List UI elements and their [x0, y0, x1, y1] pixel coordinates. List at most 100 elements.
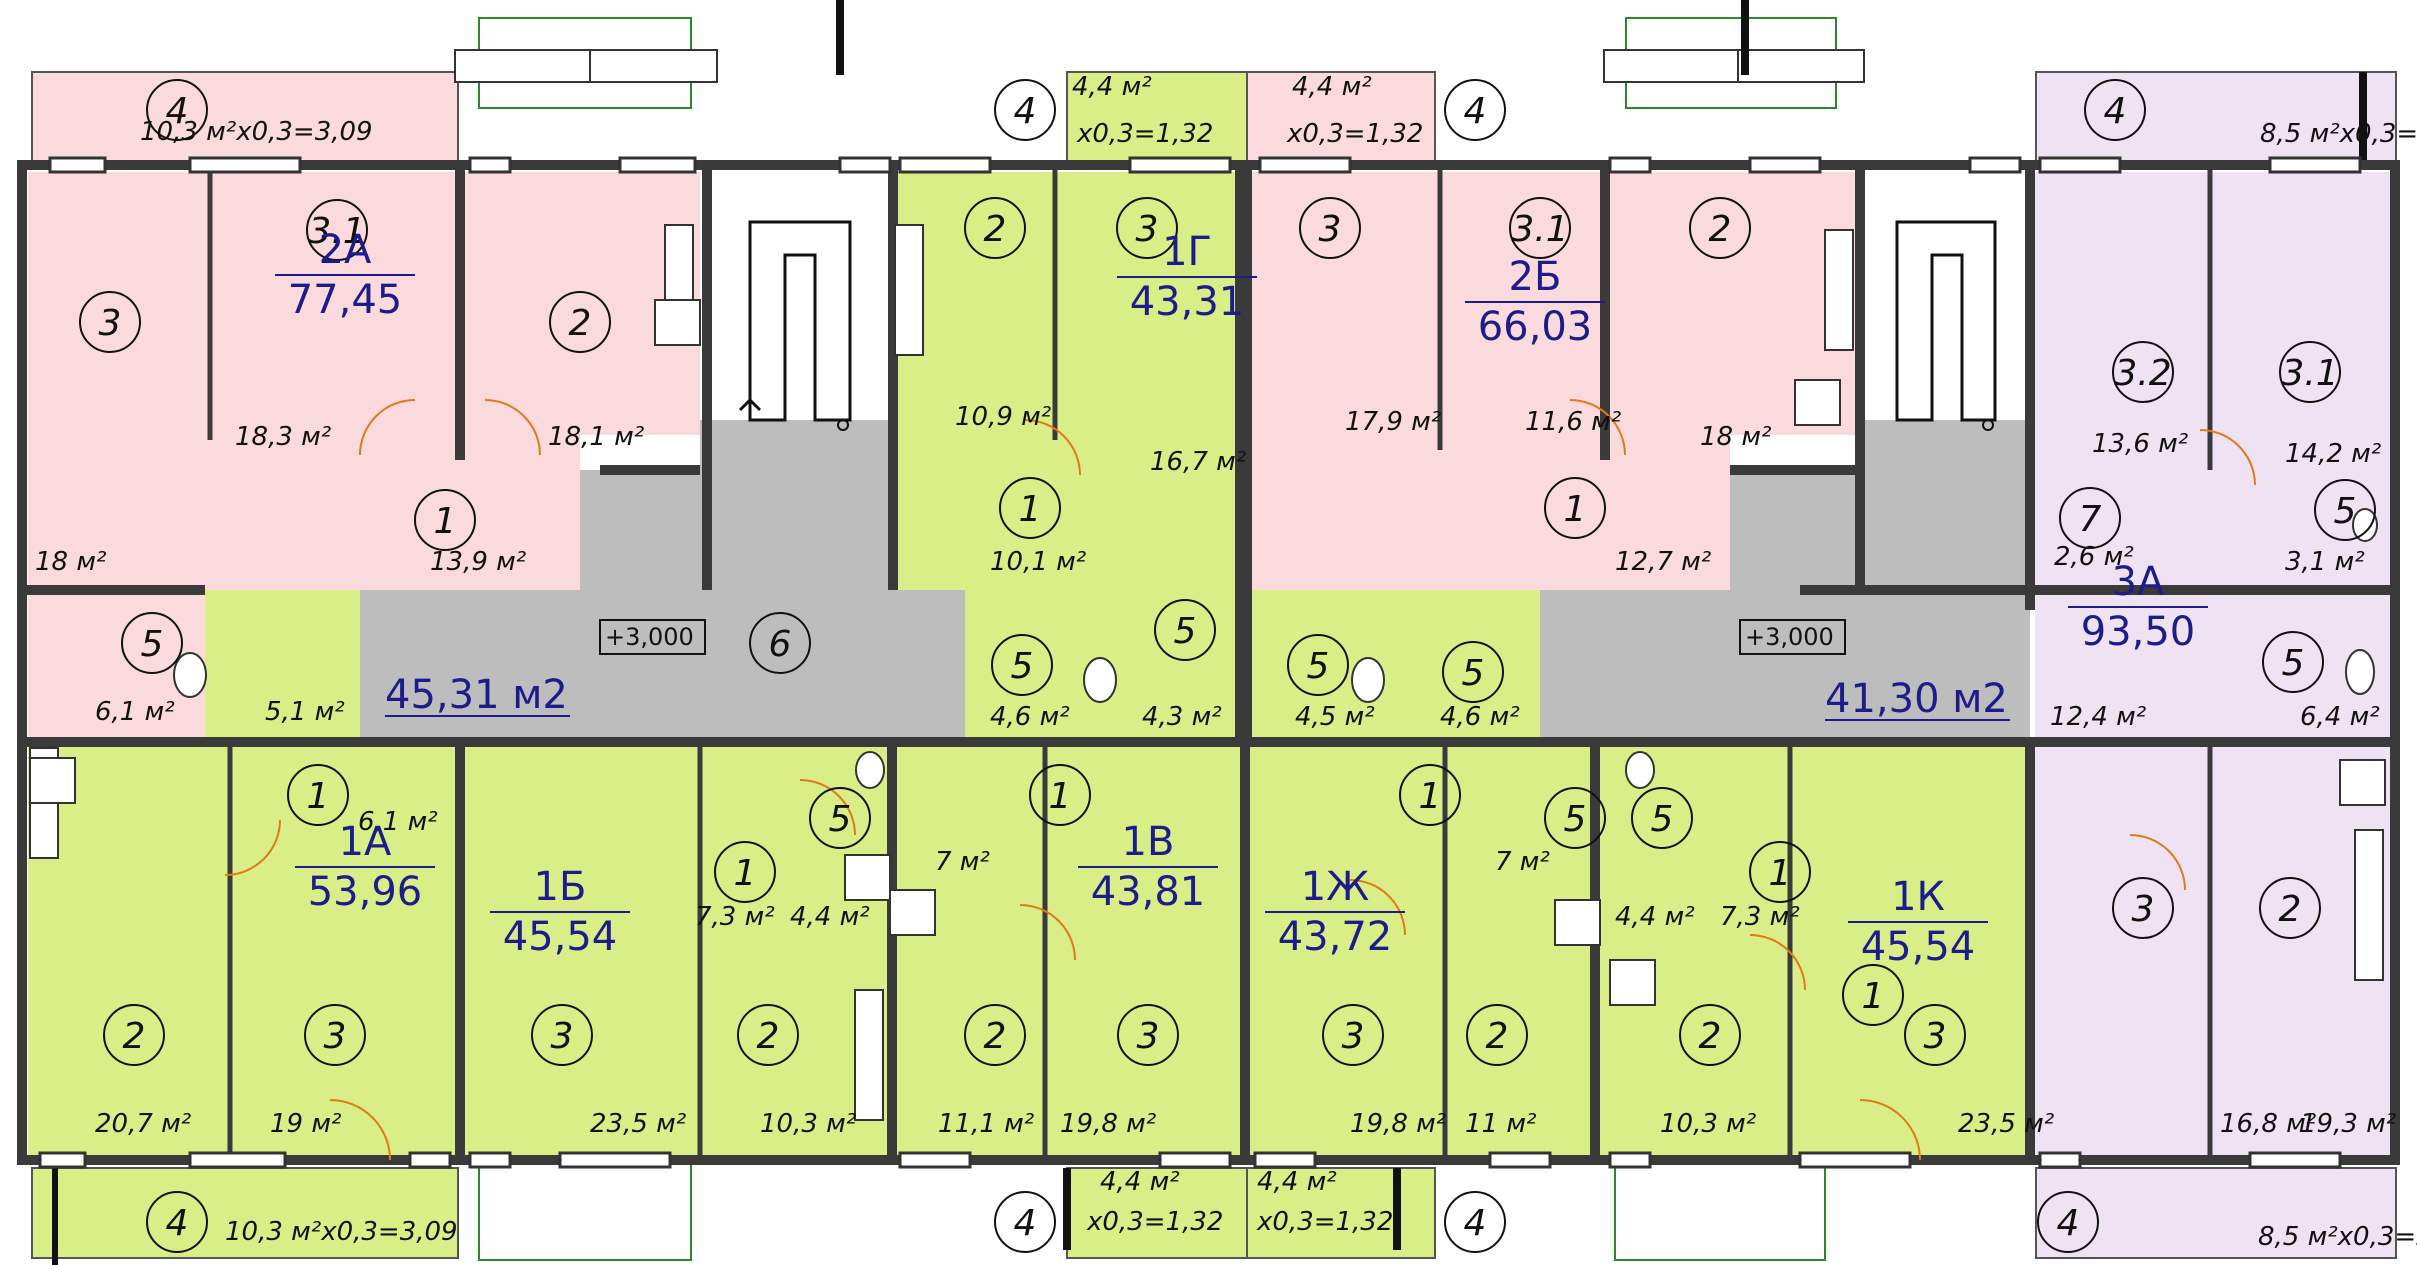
room-number-marker: 3: [79, 291, 141, 353]
room-number-marker: 5: [1544, 787, 1606, 849]
room-number: 2: [1699, 1016, 1722, 1057]
room-number-marker: 4: [146, 1191, 208, 1253]
room-number-circle: [994, 1191, 1056, 1253]
room-number: 3: [1342, 1016, 1365, 1057]
room-area-label: 4,4 м²: [1292, 72, 1372, 102]
room-area-label: 10,1 м²: [990, 547, 1086, 577]
room-number-circle: [79, 291, 141, 353]
level-mark-text: +3,000: [1745, 623, 1834, 651]
room-area-label: 19,8 м²: [1350, 1109, 1446, 1139]
room-number-circle: [1689, 197, 1751, 259]
room-number-marker: 3: [1299, 197, 1361, 259]
room-number: 2: [984, 209, 1007, 250]
room-number: 1: [434, 501, 457, 542]
room-number-marker: 1: [287, 764, 349, 826]
room-number-circle: [1116, 197, 1178, 259]
balconies-top: [31, 0, 2397, 163]
room-number-marker: 2: [737, 1004, 799, 1066]
apartment-area: 77,45: [288, 277, 403, 323]
room-number: 1: [1862, 976, 1885, 1017]
room-number-marker: 7: [2059, 487, 2121, 549]
room-number-circle: [121, 612, 183, 674]
room-number: 3.1: [308, 211, 365, 252]
room-number: 1: [1019, 489, 1042, 530]
room-number-circle: [964, 1004, 1026, 1066]
room-number: 4: [2104, 91, 2127, 132]
apartment-name: 1К: [1891, 874, 1945, 920]
room-number: 3: [551, 1016, 574, 1057]
apartment-name: 1А: [339, 819, 392, 865]
room-number-marker: 4: [146, 79, 208, 141]
room-number-marker: 1: [1842, 964, 1904, 1026]
room-number-circle: [991, 634, 1053, 696]
common-areas: [360, 172, 2030, 738]
room-number-marker: 2: [1689, 197, 1751, 259]
room-number-marker: 4: [2037, 1191, 2099, 1253]
room-area-label: 7 м²: [1495, 847, 1550, 877]
room-number-circle: [1631, 787, 1693, 849]
apartment-area: 45,54: [503, 914, 618, 960]
room-number-marker: 3.1: [2279, 341, 2341, 403]
room-area-label: 4,4 м²: [1072, 72, 1152, 102]
room-number: 5: [1462, 653, 1485, 694]
apartment-name: 2Б: [1509, 254, 1562, 300]
room-number-circle: [1287, 634, 1349, 696]
room-number-marker: 4: [1444, 1191, 1506, 1253]
hall-area-label: 41,30 м2: [1825, 676, 2008, 722]
room-area-label: 11,1 м²: [938, 1109, 1034, 1139]
room-number-circle: [737, 1004, 799, 1066]
room-number-circle: [964, 197, 1026, 259]
room-number-marker: 1: [414, 489, 476, 551]
room-number-marker: 5: [991, 634, 1053, 696]
room-number-marker: 1: [1544, 477, 1606, 539]
room-number: 5: [141, 624, 164, 665]
room-number-circle: [304, 1004, 366, 1066]
room-number: 3.2: [2114, 353, 2171, 394]
room-number-circle: [714, 841, 776, 903]
room-area-label: 8,5 м²х0,3=2,55: [2260, 119, 2417, 149]
room-number-marker: 3: [1117, 1004, 1179, 1066]
room-number-marker: 3.1: [306, 199, 368, 261]
room-number-marker: 5: [809, 787, 871, 849]
room-area-label: 12,7 м²: [1615, 547, 1711, 577]
room-number-marker: 5: [1631, 787, 1693, 849]
room-number-circle: [749, 612, 811, 674]
room-area-label: 14,2 м²: [2285, 439, 2381, 469]
room-number: 3: [2132, 889, 2155, 930]
room-number-circle: [1299, 197, 1361, 259]
room-number-circle: [1029, 764, 1091, 826]
room-area-label: 4,4 м²: [1615, 902, 1695, 932]
room-number-circle: [1544, 477, 1606, 539]
room-number: 4: [1014, 1203, 1037, 1244]
room-number-marker: 3: [1904, 1004, 1966, 1066]
room-number-marker: 4: [1444, 79, 1506, 141]
apartment-area: 66,03: [1478, 304, 1593, 350]
room-area-label: 7,3 м²: [695, 902, 775, 932]
apartment-area: 93,50: [2081, 609, 2196, 655]
room-area-labels: 10,3 м²х0,3=3,094,4 м²х0,3=1,324,4 м²х0,…: [35, 72, 2417, 1252]
room-number-marker: 3: [1116, 197, 1178, 259]
room-number-circle: [2262, 631, 2324, 693]
fixtures: [29, 224, 2386, 1121]
room-area-label: х0,3=1,32: [1086, 1207, 1223, 1237]
room-area-label: 23,5 м²: [590, 1109, 686, 1139]
room-number-marker: 2: [103, 1004, 165, 1066]
room-number-circle: [1399, 764, 1461, 826]
room-number-marker: 3: [304, 1004, 366, 1066]
room-number: 1: [1419, 776, 1442, 817]
room-number-marker: 1: [999, 477, 1061, 539]
room-area-label: 4,4 м²: [1257, 1167, 1337, 1197]
room-area-label: 5,1 м²: [265, 697, 345, 727]
room-number-circle: [2037, 1191, 2099, 1253]
room-number-circle: [1509, 197, 1571, 259]
apartment-area: 45,54: [1861, 924, 1976, 970]
room-area-label: 8,5 м²х0,3=2,55: [2258, 1222, 2417, 1252]
room-area-label: 11,6 м²: [1525, 407, 1621, 437]
room-number-marker: 4: [994, 79, 1056, 141]
room-number-marker: 2: [964, 1004, 1026, 1066]
room-number-marker: 3.2: [2112, 341, 2174, 403]
door-arcs: [224, 399, 2256, 1161]
